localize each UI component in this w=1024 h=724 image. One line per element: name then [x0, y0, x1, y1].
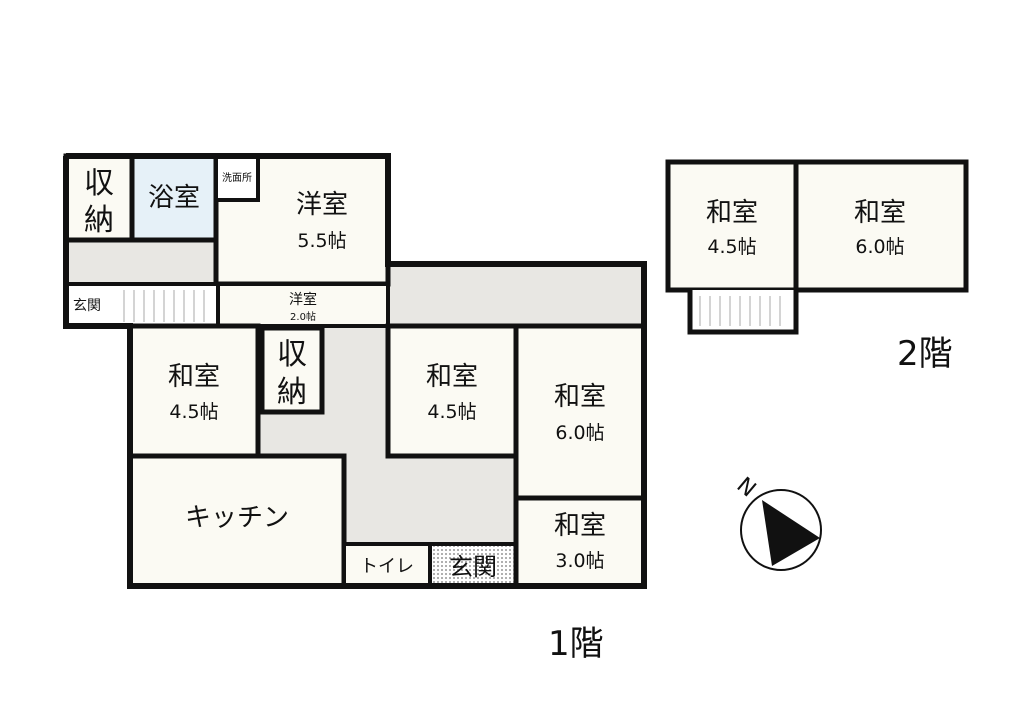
japanese-right-size: 6.0帖 [555, 422, 604, 444]
floor2-labels: 和室 4.5帖 和室 6.0帖 [706, 198, 906, 258]
corridor-top-right [388, 264, 644, 326]
floor2-japanese-b-size: 6.0帖 [855, 236, 904, 258]
floor2-japanese-a-name: 和室 [706, 198, 758, 228]
compass: N [732, 473, 822, 571]
washroom-label: 洗面所 [222, 172, 252, 184]
storage-a-label-2: 納 [84, 203, 114, 238]
floor2-japanese-a-room [665, 159, 799, 293]
entrance-main-label: 玄関 [449, 553, 497, 581]
stairs-floor2 [699, 296, 781, 326]
stairs-floor1 [123, 290, 205, 322]
storage-a-label-1: 収 [84, 166, 114, 201]
japanese-small-size: 3.0帖 [555, 550, 604, 572]
floor1-outer-wall [63, 153, 647, 589]
floor1-plan [63, 153, 647, 589]
storage-b-room [259, 325, 325, 415]
floor2-japanese-b-name: 和室 [854, 198, 906, 228]
storage-b-label-2: 納 [277, 375, 307, 410]
bath-label: 浴室 [148, 183, 200, 213]
japanese-center-name: 和室 [426, 362, 478, 392]
floor1-labels: 収 納 浴室 洗面所 洋室 5.5帖 玄関 洋室 2.0帖 和室 4.5帖 収 … [73, 166, 606, 581]
hallway-lower [344, 456, 516, 544]
floor2-title: 2階 [897, 334, 953, 374]
corridor-top-left [66, 240, 218, 282]
compass-arrow-icon [762, 500, 820, 566]
entrance-side-label: 玄関 [73, 297, 101, 314]
floor2-plan [665, 159, 969, 335]
western-large-name: 洋室 [296, 190, 348, 220]
japanese-left-size: 4.5帖 [169, 401, 218, 423]
floor2-japanese-a-size: 4.5帖 [707, 236, 756, 258]
japanese-right-room [513, 323, 647, 501]
japanese-center-size: 4.5帖 [427, 401, 476, 423]
storage-b-label-1: 収 [277, 337, 307, 372]
toilet-label: トイレ [360, 556, 414, 577]
japanese-right-name: 和室 [554, 382, 606, 412]
western-small-size: 2.0帖 [290, 310, 316, 323]
japanese-left-name: 和室 [168, 362, 220, 392]
floor2-japanese-b-room [793, 159, 969, 293]
kitchen-label: キッチン [185, 503, 289, 533]
storage-a-room [63, 153, 135, 243]
western-large-size: 5.5帖 [297, 230, 346, 252]
japanese-small-name: 和室 [554, 511, 606, 541]
western-small-name: 洋室 [289, 291, 317, 308]
japanese-center-room [385, 323, 519, 459]
floor1-title: 1階 [548, 624, 604, 664]
